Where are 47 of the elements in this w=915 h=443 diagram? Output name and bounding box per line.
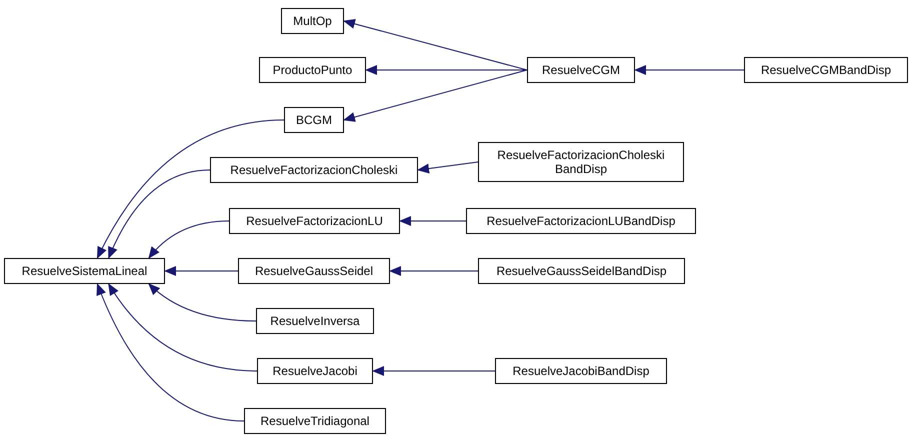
inheritance-arrow (343, 19, 528, 70)
inheritance-arrow (148, 220, 230, 259)
inheritance-arrow (417, 162, 478, 174)
inheritance-arrow (372, 366, 496, 376)
class-box (478, 142, 684, 182)
class-name: ResuelveFactorizacionCholeski BandDisp (496, 148, 666, 176)
inheritance-arrow (365, 65, 528, 75)
class-box (256, 308, 374, 334)
class-name: ResuelveCGMBandDisp (760, 63, 892, 77)
class-box (244, 408, 386, 434)
inheritance-arrow (108, 283, 258, 372)
inheritance-arrow (96, 120, 284, 259)
inheritance-arrow (389, 266, 478, 276)
class-name: ResuelveSistemaLineal (22, 264, 148, 278)
class-name: MultOp (293, 14, 332, 28)
class-name: ResuelveJacobi (272, 364, 358, 378)
class-box (527, 57, 635, 83)
class-box (257, 358, 373, 384)
class-box (281, 8, 344, 34)
class-box (4, 258, 165, 284)
class-box (478, 258, 685, 284)
inheritance-arrow (148, 283, 256, 322)
class-name: ResuelveGaussSeidel (254, 264, 374, 278)
class-box (210, 157, 418, 183)
class-name: ResuelveInversa (270, 314, 360, 328)
class-name: ResuelveFactorizacionCholeski (230, 163, 398, 177)
inheritance-arrow (96, 283, 244, 422)
inheritance-arrow (108, 170, 210, 259)
inheritance-arrow (164, 266, 238, 276)
class-name: BCGM (296, 113, 332, 127)
class-box (466, 208, 696, 234)
class-box (744, 57, 908, 83)
class-box (238, 258, 390, 284)
class-box (229, 208, 400, 234)
class-name: ResuelveTridiagonal (260, 414, 370, 428)
class-box (495, 358, 667, 384)
class-name: ResuelveJacobiBandDisp (512, 364, 650, 378)
inheritance-arrow (399, 216, 466, 226)
class-name: ResuelveFactorizacionLUBandDisp (486, 214, 676, 228)
class-name: ResuelveFactorizacionLU (246, 214, 383, 228)
class-box (284, 107, 344, 133)
class-name: ResuelveGaussSeidelBandDisp (496, 264, 667, 278)
inheritance-arrow (343, 70, 528, 122)
inheritance-arrow (634, 65, 744, 75)
class-name: ResuelveCGM (542, 63, 620, 77)
class-name: ProductoPunto (272, 63, 352, 77)
class-box (259, 57, 366, 83)
